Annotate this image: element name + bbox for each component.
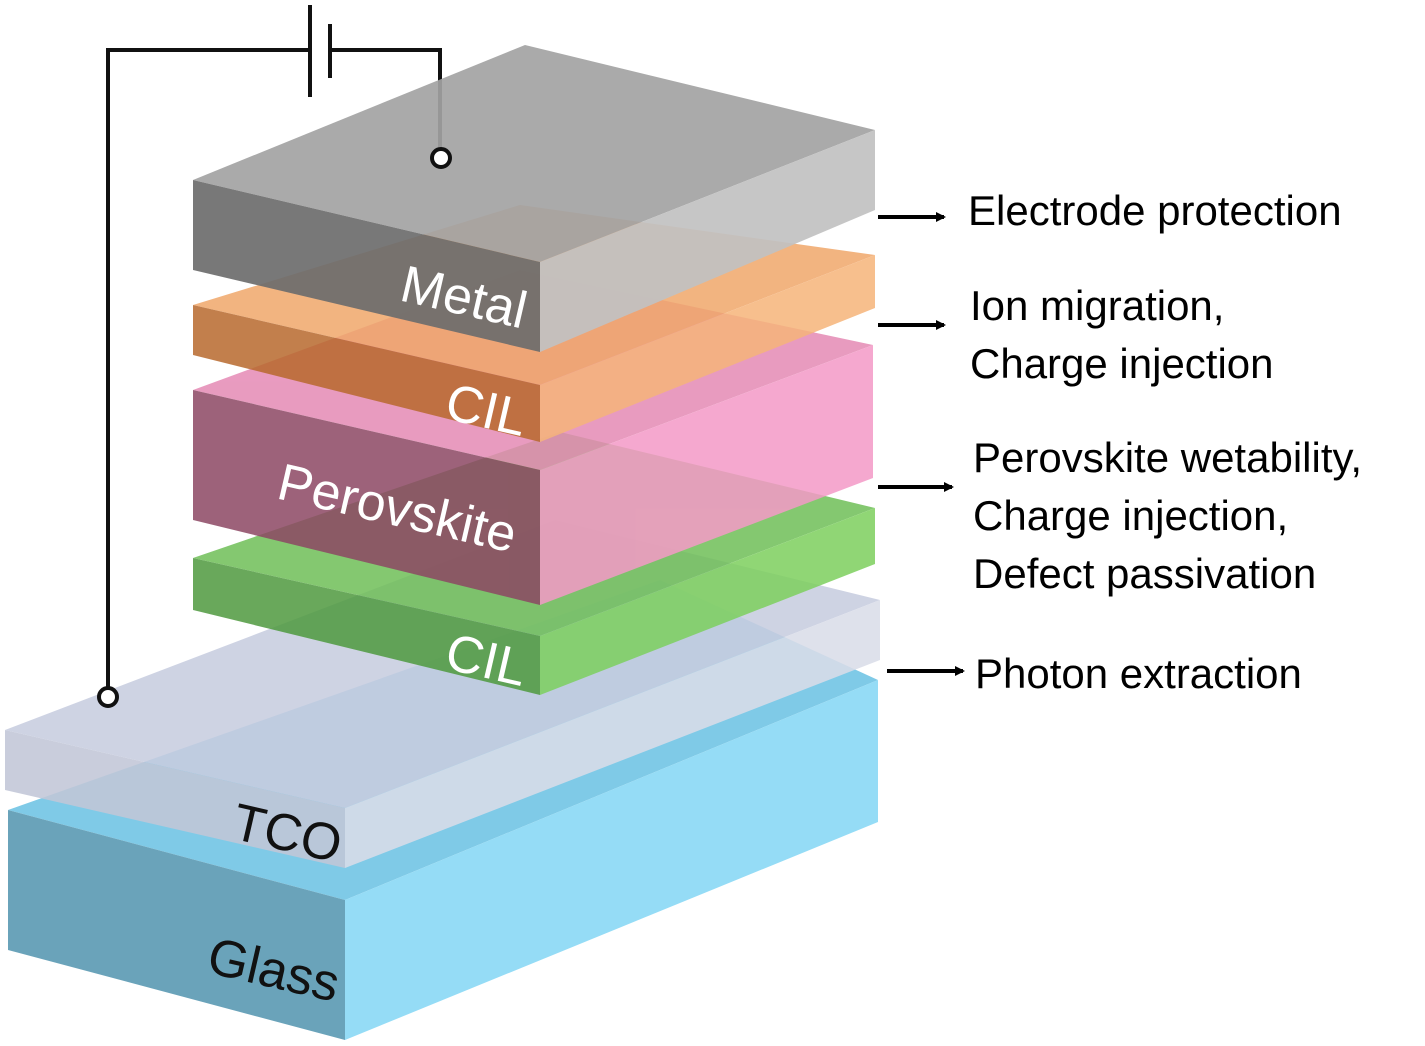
annotation-ion-line-1: Ion migration, [970,282,1225,329]
metal-front [193,180,540,352]
annotation-electrode: Electrode protection [968,182,1342,240]
cil-top-side [540,255,875,442]
metal-side [540,130,875,352]
annotation-electrode-line-1: Electrode protection [968,187,1342,234]
annotation-ion-line-2: Charge injection [970,340,1274,387]
perovskite-front [193,390,540,605]
tco-side [345,600,880,868]
perovskite-side [540,345,873,605]
annotation-perovskite: Perovskite wetability, Charge injection,… [973,429,1362,603]
annotation-photon-line-1: Photon extraction [975,650,1302,697]
glass-front [8,810,345,1040]
annotation-perovskite-line-1: Perovskite wetability, [973,434,1363,481]
annotation-ion: Ion migration, Charge injection [970,277,1274,393]
annotation-photon: Photon extraction [975,645,1302,703]
metal-contact-terminal [430,147,452,169]
annotation-perovskite-line-2: Charge injection, [973,492,1289,539]
annotation-perovskite-line-3: Defect passivation [973,550,1317,597]
cil-bottom-side [540,508,875,695]
annotation-arrows [878,212,965,676]
glass-side [345,680,878,1040]
tco-front [5,730,345,868]
cil-bottom-front [193,558,540,695]
metal-layer [193,45,875,352]
cil-top-front [193,305,540,442]
metal-top [193,45,875,262]
tco-contact-terminal [97,686,119,708]
